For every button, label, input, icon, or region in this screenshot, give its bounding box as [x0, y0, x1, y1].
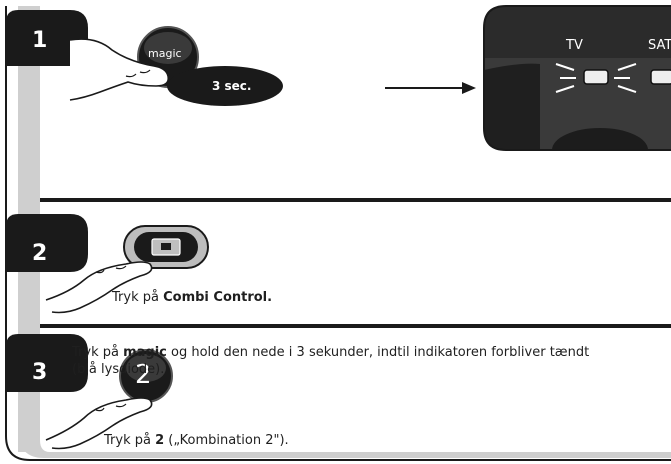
remote-closeup [484, 6, 671, 150]
separator-1 [40, 198, 671, 202]
hand-3 [45, 397, 153, 450]
step-3-instruction: Tryk på 2 („Kombination 2"). [104, 433, 289, 448]
step-2-instruction: Tryk på Combi Control. [112, 290, 273, 305]
sat-label: SAT [648, 38, 671, 53]
step-number-3: 3 [32, 360, 48, 385]
tv-led [583, 69, 609, 85]
step-tab-2 [6, 214, 88, 272]
hold-badge [167, 66, 283, 106]
arrow-head [462, 82, 476, 94]
glow-lines [555, 63, 637, 93]
step-number-1: 1 [32, 28, 48, 53]
sat-led [650, 69, 671, 85]
step-1-instruction-line2: (blå lysdiode). [72, 362, 165, 377]
hand-1 [69, 38, 170, 101]
step-tab-3 [6, 334, 88, 392]
step-number-2: 2 [32, 241, 48, 266]
magic-button-label: magic [148, 47, 182, 60]
separator-2 [40, 324, 671, 328]
hand-2 [45, 261, 153, 314]
hold-duration-label: 3 sec. [212, 79, 252, 93]
number-2-label: 2 [135, 360, 152, 390]
step-1-instruction: Tryk på magic og hold den nede i 3 sekun… [72, 345, 590, 360]
outer-border [5, 6, 671, 461]
tv-label: TV [566, 38, 583, 53]
step-tab-1 [6, 10, 88, 66]
